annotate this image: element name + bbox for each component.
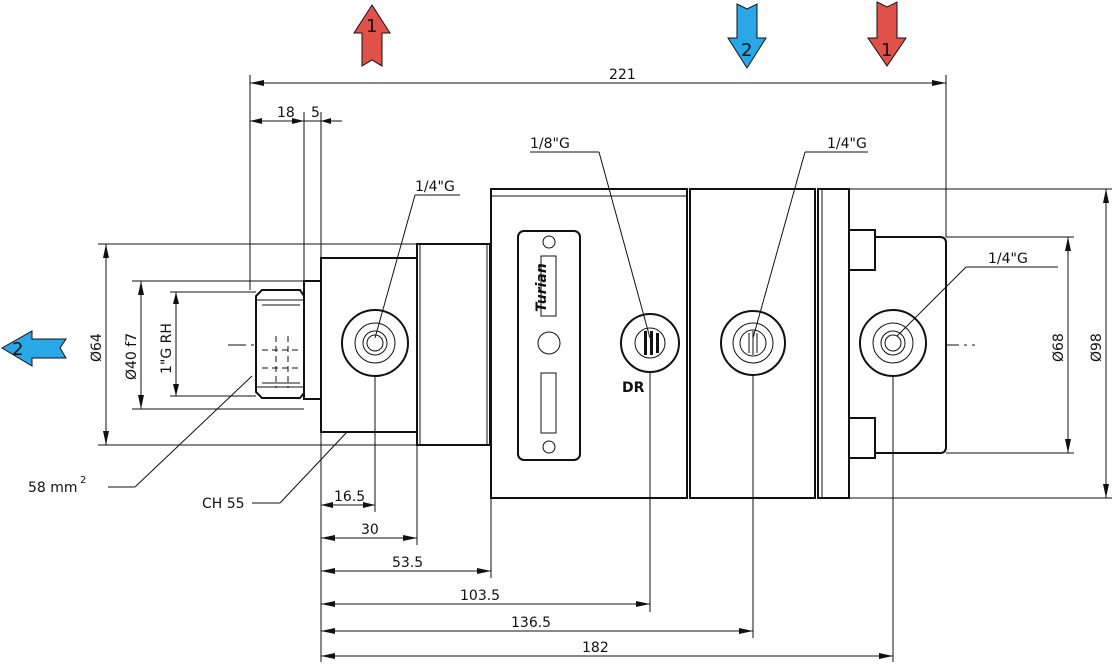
shoulder <box>303 280 322 400</box>
screw-icon <box>542 440 556 454</box>
flow-arrow-2-left: 2 <box>1 330 67 367</box>
svg-text:2: 2 <box>80 475 86 486</box>
svg-text:1"G RH: 1"G RH <box>159 323 175 374</box>
flow-arrow-label: 2 <box>741 40 752 61</box>
callout-port-right: 1/4"G <box>896 251 1058 337</box>
dim-overall-length: 221 <box>249 67 947 290</box>
port-mid <box>720 310 786 376</box>
end-ring <box>817 188 850 499</box>
screw-icon <box>542 235 556 249</box>
callout-hex: CH 55 <box>202 431 348 512</box>
svg-text:1/8"G: 1/8"G <box>530 136 570 152</box>
dim-bottom-chain: 16.5 30 53.5 103.5 136.5 182 <box>320 372 894 662</box>
svg-text:1/4"G: 1/4"G <box>988 251 1028 267</box>
nameplate-hole <box>537 331 561 355</box>
svg-text:1/4"G: 1/4"G <box>827 136 867 152</box>
svg-text:18: 18 <box>277 105 295 121</box>
drain-label: DR <box>622 380 645 396</box>
rotary-joint-body: Turian DR <box>255 188 947 499</box>
svg-text:Ø98: Ø98 <box>1089 333 1105 362</box>
dim-label: 103.5 <box>460 588 500 604</box>
port-left <box>341 309 409 377</box>
rear-lug-top <box>848 229 876 271</box>
dim-left-diameters: Ø64 Ø40 f7 1"G RH <box>89 243 417 446</box>
callout-drain-port: 1/8"G <box>530 136 651 339</box>
drain-port <box>620 313 680 373</box>
collar <box>416 243 491 446</box>
dim-label: 182 <box>582 640 609 656</box>
dim-thread-length: 18 5 <box>250 105 342 290</box>
port-right <box>859 309 927 377</box>
dim-label: 30 <box>361 522 379 538</box>
flow-arrow-1-up: 1 <box>353 4 391 67</box>
dim-label: 136.5 <box>511 615 551 631</box>
svg-text:Ø64: Ø64 <box>89 333 105 362</box>
dim-label: 16.5 <box>334 489 365 505</box>
rear-lug-bottom <box>848 417 876 459</box>
flow-arrow-2-down: 2 <box>727 3 767 69</box>
svg-text:1/4"G: 1/4"G <box>415 179 455 195</box>
flow-arrow-label: 2 <box>12 339 23 360</box>
svg-text:CH 55: CH 55 <box>202 496 245 512</box>
svg-text:58 mm: 58 mm <box>28 480 78 496</box>
flow-arrow-label: 1 <box>881 40 892 61</box>
threaded-spigot <box>255 289 305 399</box>
svg-text:Ø68: Ø68 <box>1051 333 1067 362</box>
dim-label: 53.5 <box>392 555 423 571</box>
brand-logo: Turian <box>534 263 550 312</box>
flow-arrow-1-down: 1 <box>867 1 907 67</box>
callout-port-mid: 1/4"G <box>752 136 868 339</box>
nameplate-slot <box>540 372 557 434</box>
callout-port-left: 1/4"G <box>374 179 460 339</box>
callout-area: 58 mm 2 <box>28 375 253 496</box>
svg-text:221: 221 <box>609 67 636 83</box>
svg-text:Ø40 f7: Ø40 f7 <box>124 333 140 380</box>
nameplate-slot <box>540 255 557 317</box>
flow-arrow-label: 1 <box>366 16 377 37</box>
dim-right-diameters: Ø68 Ø98 <box>849 188 1112 499</box>
nameplate <box>517 230 581 461</box>
svg-text:5: 5 <box>311 105 320 121</box>
